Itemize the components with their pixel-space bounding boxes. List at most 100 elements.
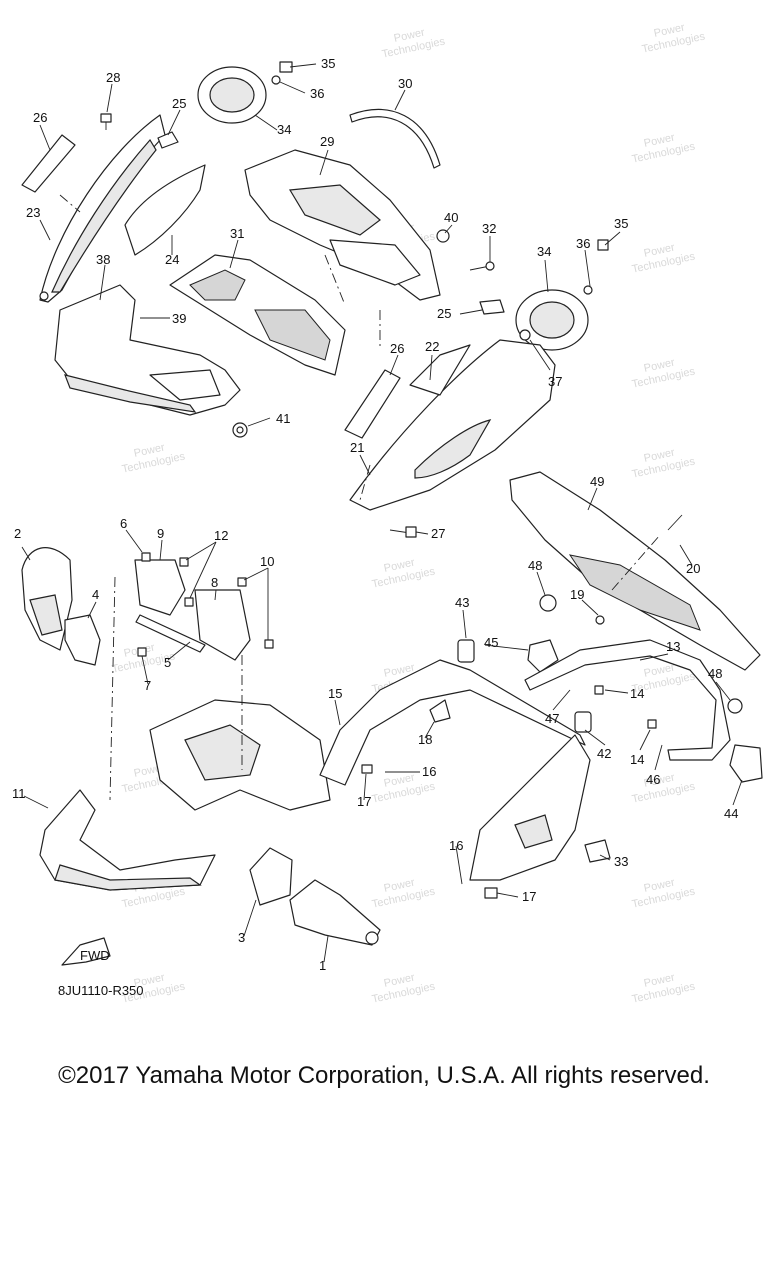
label-27: 27 xyxy=(431,526,445,541)
part-labels: 28 26 25 35 36 34 30 29 23 24 31 38 39 4… xyxy=(12,56,738,998)
watermark: PowerTechnologies xyxy=(378,23,446,61)
label-49: 49 xyxy=(590,474,604,489)
label-48-a: 48 xyxy=(528,558,542,573)
label-14-a: 14 xyxy=(630,686,644,701)
label-3: 3 xyxy=(238,930,245,945)
label-44: 44 xyxy=(724,806,738,821)
label-22: 22 xyxy=(425,339,439,354)
bolt-35-right xyxy=(583,239,609,295)
parts-diagram: PowerTechnologiesPowerTechnologiesPowerT… xyxy=(12,18,763,1006)
duct-34-right xyxy=(515,289,589,351)
label-34-top: 34 xyxy=(277,122,291,137)
watermark: PowerTechnologies xyxy=(628,873,696,911)
label-19: 19 xyxy=(570,587,584,602)
clip-17-b xyxy=(484,887,498,899)
bolt-14 xyxy=(594,685,657,729)
clip-17-a xyxy=(361,764,373,774)
watermark: PowerTechnologies xyxy=(628,353,696,391)
label-7: 7 xyxy=(144,678,151,693)
side-cover-23 xyxy=(39,114,166,303)
label-24: 24 xyxy=(165,252,179,267)
fairing-stay-15 xyxy=(319,659,586,786)
cover-4 xyxy=(64,614,101,666)
label-2: 2 xyxy=(14,526,21,541)
watermark: PowerTechnologies xyxy=(638,18,706,56)
label-25-right: 25 xyxy=(437,306,451,321)
trim-30 xyxy=(349,108,441,169)
grommet-40 xyxy=(436,229,450,243)
label-14-b: 14 xyxy=(630,752,644,767)
cap-48-b xyxy=(727,698,743,714)
bolts-10-12 xyxy=(137,552,274,657)
label-32: 32 xyxy=(482,221,496,236)
watermark: PowerTechnologies xyxy=(368,553,436,591)
label-25-left: 25 xyxy=(172,96,186,111)
label-10: 10 xyxy=(260,554,274,569)
label-35-right: 35 xyxy=(614,216,628,231)
label-11: 11 xyxy=(12,786,26,801)
pin-20 xyxy=(667,514,683,531)
inner-panel-49 xyxy=(509,471,761,671)
label-48-b: 48 xyxy=(708,666,722,681)
pad-25-right xyxy=(479,299,505,315)
label-9: 9 xyxy=(157,526,164,541)
sticker-26-left xyxy=(21,134,76,193)
watermark: PowerTechnologies xyxy=(628,768,696,806)
bolt-35-top xyxy=(271,61,293,85)
damper-44 xyxy=(729,744,763,783)
rod-5 xyxy=(135,614,206,653)
bracket-38 xyxy=(54,284,241,416)
sticker-33 xyxy=(584,839,611,863)
label-43: 43 xyxy=(455,595,469,610)
nut-37 xyxy=(519,329,531,341)
bracket-8 xyxy=(194,589,251,661)
fwd-arrow: FWD xyxy=(61,937,111,966)
bolt-28 xyxy=(100,113,112,130)
label-42: 42 xyxy=(597,746,611,761)
watermark: PowerTechnologies xyxy=(368,873,436,911)
drawing-code: 8JU1110-R350 xyxy=(58,983,144,998)
bar-13 xyxy=(524,639,731,761)
label-41: 41 xyxy=(276,411,290,426)
label-46: 46 xyxy=(646,772,660,787)
duct-34-top xyxy=(197,66,267,124)
label-20: 20 xyxy=(686,561,700,576)
label-1: 1 xyxy=(319,958,326,973)
upper-cover-29 xyxy=(244,149,441,301)
side-cowl-42 xyxy=(469,734,591,881)
label-40: 40 xyxy=(444,210,458,225)
bracket-9 xyxy=(134,559,186,616)
cap-43 xyxy=(457,639,475,663)
label-18: 18 xyxy=(418,732,432,747)
nut-41 xyxy=(232,422,248,438)
label-37: 37 xyxy=(548,374,562,389)
label-13: 13 xyxy=(666,639,680,654)
side-cover-22 xyxy=(349,339,556,511)
bolt-27 xyxy=(389,526,417,538)
label-16-b: 16 xyxy=(449,838,463,853)
cap-42 xyxy=(574,711,592,733)
watermark: PowerTechnologies xyxy=(628,443,696,481)
label-45: 45 xyxy=(484,635,498,650)
grommet-19 xyxy=(595,615,605,625)
label-16-a: 16 xyxy=(422,764,436,779)
label-29: 29 xyxy=(320,134,334,149)
leader-lines xyxy=(21,63,743,963)
label-34-right: 34 xyxy=(537,244,551,259)
pin-32 xyxy=(469,261,495,271)
watermark: PowerTechnologies xyxy=(118,438,186,476)
watermark: PowerTechnologies xyxy=(628,128,696,166)
cover-3 xyxy=(249,847,293,906)
duct-1 xyxy=(289,879,381,946)
cap-48-a xyxy=(539,594,557,612)
label-36-top: 36 xyxy=(310,86,324,101)
label-35-top: 35 xyxy=(321,56,335,71)
watermark: PowerTechnologies xyxy=(628,238,696,276)
label-15: 15 xyxy=(328,686,342,701)
svg-text:FWD: FWD xyxy=(80,948,110,963)
pad-25-left xyxy=(157,131,179,149)
main-frame xyxy=(149,699,331,811)
label-39: 39 xyxy=(172,311,186,326)
label-26-right: 26 xyxy=(390,341,404,356)
label-17-a: 17 xyxy=(357,794,371,809)
